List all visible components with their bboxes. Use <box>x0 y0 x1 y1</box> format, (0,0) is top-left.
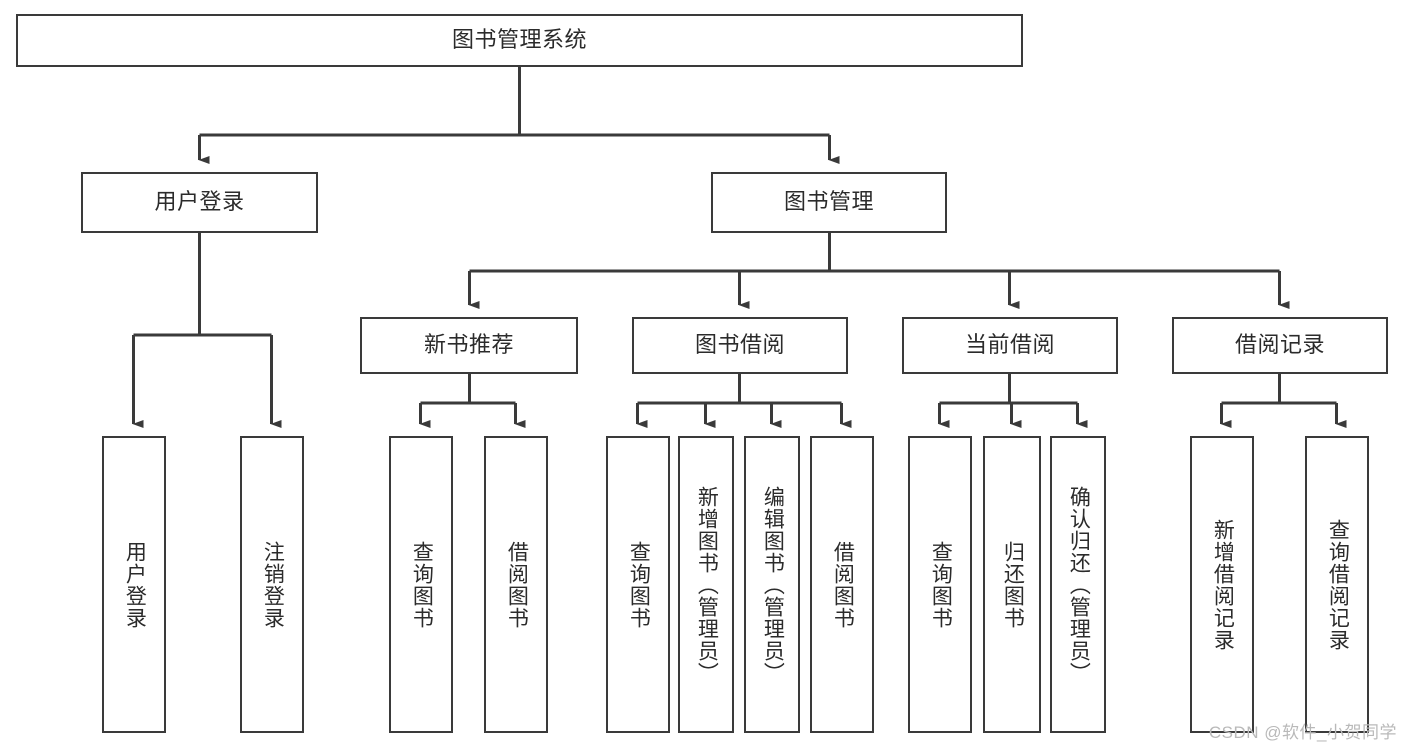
leaf-add-book-admin[interactable]: 新增图书（管理员） <box>678 436 734 733</box>
leaf-return-book-label: 归还图书 <box>1001 540 1025 629</box>
leaf-borrow-book-label: 借阅图书 <box>831 540 855 629</box>
leaf-query-book-current[interactable]: 查询图书 <box>908 436 972 733</box>
node-borrow-record-label: 借阅记录 <box>1234 332 1325 358</box>
csdn-watermark: CSDN @软件_小贺同学 <box>1208 723 1397 742</box>
leaf-query-book-recommend[interactable]: 查询图书 <box>389 436 453 733</box>
node-new-book-recommend[interactable]: 新书推荐 <box>360 317 578 374</box>
node-user-login-label: 用户登录 <box>154 189 245 215</box>
node-book-manage[interactable]: 图书管理 <box>711 172 947 233</box>
leaf-user-login[interactable]: 用户登录 <box>102 436 166 733</box>
leaf-add-book-admin-label: 新增图书（管理员） <box>695 485 719 684</box>
leaf-add-borrow-record[interactable]: 新增借阅记录 <box>1190 436 1254 733</box>
leaf-add-borrow-record-label: 新增借阅记录 <box>1211 518 1235 651</box>
leaf-edit-book-admin[interactable]: 编辑图书（管理员） <box>744 436 800 733</box>
leaf-return-book[interactable]: 归还图书 <box>983 436 1041 733</box>
leaf-user-logout[interactable]: 注销登录 <box>240 436 304 733</box>
leaf-borrow-book-recommend-label: 借阅图书 <box>505 540 529 629</box>
node-root-system[interactable]: 图书管理系统 <box>16 14 1023 67</box>
node-book-manage-label: 图书管理 <box>783 189 874 215</box>
leaf-confirm-return-admin[interactable]: 确认归还（管理员） <box>1050 436 1106 733</box>
node-current-borrow[interactable]: 当前借阅 <box>902 317 1118 374</box>
leaf-query-borrow-record-label: 查询借阅记录 <box>1326 518 1350 651</box>
node-user-login[interactable]: 用户登录 <box>81 172 318 233</box>
node-root-label: 图书管理系统 <box>451 27 587 53</box>
leaf-edit-book-admin-label: 编辑图书（管理员） <box>761 485 785 684</box>
node-borrow-record[interactable]: 借阅记录 <box>1172 317 1388 374</box>
leaf-borrow-book[interactable]: 借阅图书 <box>810 436 874 733</box>
node-book-borrow-label: 图书借阅 <box>694 332 785 358</box>
leaf-query-borrow-record[interactable]: 查询借阅记录 <box>1305 436 1369 733</box>
node-current-borrow-label: 当前借阅 <box>964 332 1055 358</box>
node-book-borrow[interactable]: 图书借阅 <box>632 317 848 374</box>
node-new-book-recommend-label: 新书推荐 <box>423 332 514 358</box>
leaf-user-logout-label: 注销登录 <box>261 540 285 629</box>
leaf-query-book-recommend-label: 查询图书 <box>410 540 434 629</box>
leaf-query-book-borrow[interactable]: 查询图书 <box>606 436 670 733</box>
leaf-query-book-borrow-label: 查询图书 <box>627 540 651 629</box>
leaf-user-login-label: 用户登录 <box>123 540 147 629</box>
leaf-query-book-current-label: 查询图书 <box>929 540 953 629</box>
leaf-confirm-return-admin-label: 确认归还（管理员） <box>1067 485 1091 684</box>
leaf-borrow-book-recommend[interactable]: 借阅图书 <box>484 436 548 733</box>
